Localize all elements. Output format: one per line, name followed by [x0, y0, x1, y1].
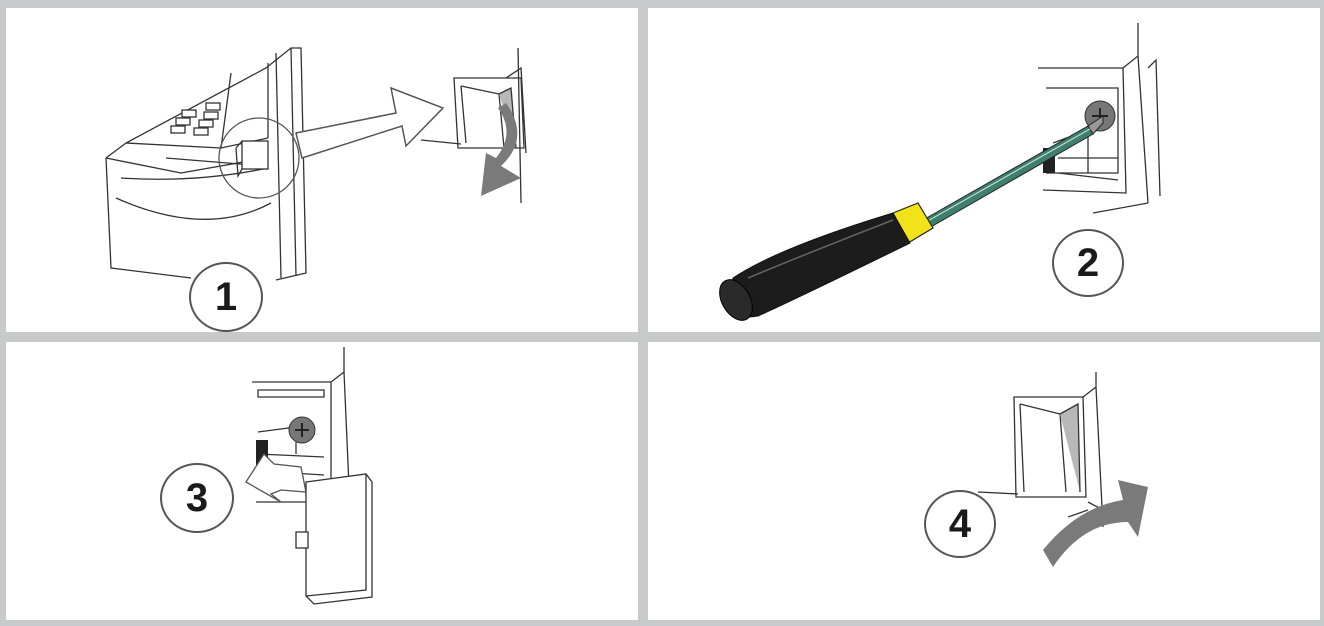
- step-1-illustration: [105, 47, 527, 281]
- step-panel-3: 3: [6, 342, 638, 620]
- step-number-4: 4: [924, 490, 996, 558]
- step-number-1: 1: [189, 262, 263, 332]
- arrow-icon: [481, 103, 521, 196]
- magnifier-circle: [218, 117, 300, 199]
- screwdriver-icon: [719, 115, 1104, 321]
- arrow-icon: [1043, 480, 1148, 567]
- step-number-3: 3: [160, 463, 234, 533]
- step-panel-2: 2: [648, 8, 1320, 332]
- step-4-illustration: [977, 372, 1148, 567]
- arrow-icon: [245, 452, 307, 503]
- step-number-2: 2: [1052, 229, 1124, 297]
- flap-icon: [977, 372, 1104, 528]
- step-2-illustration: [719, 23, 1161, 321]
- step-panel-4: 4: [648, 342, 1320, 620]
- step-panel-1: 1: [6, 8, 638, 332]
- flap-icon: [420, 47, 527, 204]
- device-icon: [105, 47, 307, 281]
- screw-icon: [288, 416, 316, 444]
- step-3-illustration: [245, 347, 373, 605]
- cover-icon: [295, 473, 373, 605]
- arrow-icon: [295, 86, 445, 159]
